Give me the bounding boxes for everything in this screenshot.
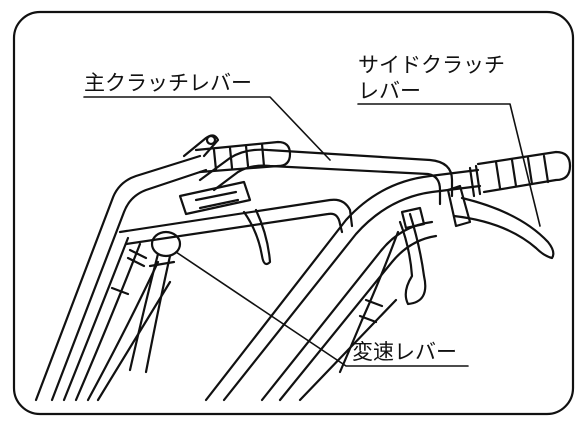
lower-frame-tube — [260, 220, 434, 402]
left-handle-bar — [34, 154, 202, 402]
center-bracket — [178, 180, 252, 216]
speed-change-lever-label: 変速レバー — [352, 340, 457, 364]
left-grip — [194, 140, 292, 174]
cable-clip — [110, 286, 130, 296]
cable-clip — [126, 248, 148, 268]
cable-clip — [358, 298, 384, 324]
right-grip-collar — [468, 164, 482, 198]
cable — [338, 230, 400, 374]
right-grip — [476, 150, 572, 194]
speed-change-leader-line — [175, 251, 469, 367]
right-grip-ribs — [494, 154, 550, 190]
cable — [86, 260, 160, 402]
right-handle-bar-inner — [222, 184, 482, 402]
main-clutch-lever-loop-inner — [212, 164, 442, 206]
side-clutch-lever-label-line2: レバー — [358, 79, 421, 103]
main-clutch-leader-line — [83, 96, 331, 161]
right-hanging-lever — [398, 212, 427, 306]
lower-frame-tube-inner — [278, 234, 438, 402]
top-left-small-lever — [182, 134, 220, 158]
cable — [62, 236, 130, 402]
left-handle-bar-inner — [50, 168, 208, 402]
cross-bar-inner — [124, 212, 344, 246]
figure-frame — [12, 10, 575, 416]
speed-change-lever-base — [148, 260, 176, 268]
side-clutch-lever-label-line1: サイドクラッチ — [358, 53, 505, 77]
cross-bar — [118, 198, 354, 234]
side-clutch-lever-bracket — [446, 184, 472, 228]
right-hanging-lever-pivot — [400, 206, 426, 230]
center-hanging-lever — [242, 208, 272, 266]
lower-frame-tube — [298, 298, 398, 402]
side-clutch-lever — [452, 196, 555, 260]
cable — [96, 280, 172, 402]
main-clutch-lever-label: 主クラッチレバー — [84, 71, 252, 95]
right-handle-bar — [204, 168, 480, 402]
center-bracket-detail — [194, 190, 240, 210]
side-clutch-leader-line — [357, 103, 541, 227]
speed-change-lever-knob — [150, 230, 182, 258]
pivot — [205, 134, 217, 146]
side-clutch-lever-label: サイドクラッチ レバー — [358, 52, 505, 104]
